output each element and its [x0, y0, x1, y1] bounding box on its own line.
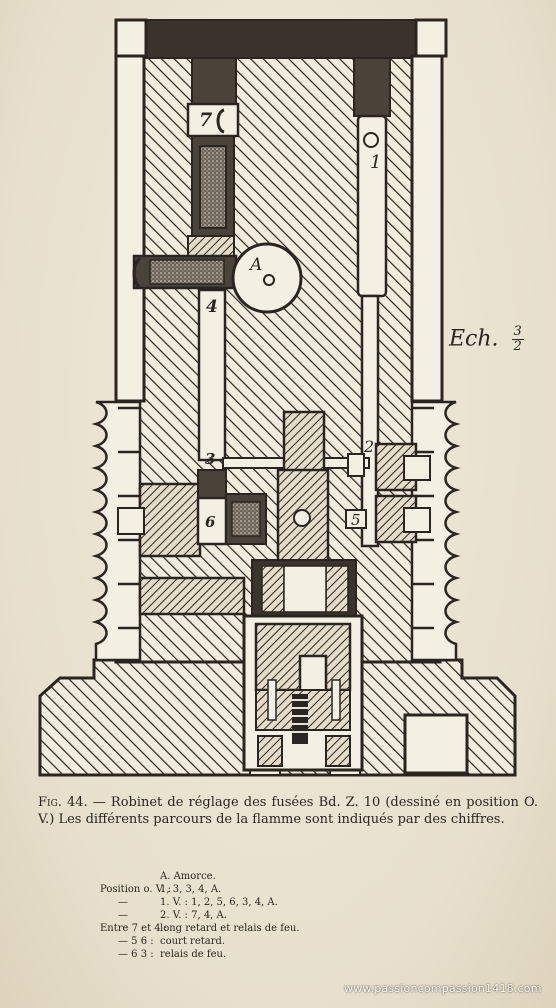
- watermark: www.passioncompassion1418.com: [344, 982, 542, 995]
- callout-3: 3: [205, 450, 215, 468]
- legend-row: — 5 6 : court retard.: [100, 935, 520, 948]
- legend-row-lead: Entre 7 et 4 :: [100, 923, 168, 934]
- amorce-assembly: [132, 242, 303, 314]
- callout-a: A: [248, 255, 262, 275]
- scale-label: Ech. 3 2: [449, 325, 524, 354]
- left-channel: [186, 57, 240, 261]
- legend-row-lead: —: [118, 910, 128, 921]
- legend-row-text: 1. V. : 1, 2, 5, 6, 3, 4, A.: [160, 897, 278, 908]
- legend-row-lead: —: [118, 897, 128, 908]
- legend-row-text: 1, 3, 3, 4, A.: [160, 884, 222, 895]
- legend-row: — 1. V. : 1, 2, 5, 6, 3, 4, A.: [100, 896, 520, 909]
- technical-drawing: 7 1 A 4 2 3 6 5: [38, 18, 517, 777]
- legend-row-text: long retard et relais de feu.: [160, 923, 300, 934]
- figure-caption: Fig. 44. — Robinet de réglage des fusées…: [38, 794, 538, 828]
- figure-number: Fig. 44.: [38, 795, 88, 810]
- legend-row-text: 2. V. : 7, 4, A.: [160, 910, 227, 921]
- channel-4: [197, 288, 227, 462]
- right-screws: [345, 442, 431, 544]
- callout-4: 4: [206, 297, 218, 317]
- scale-denominator: 2: [513, 339, 522, 354]
- caption-text: — Robinet de réglage des fusées Bd. Z. 1…: [38, 795, 538, 827]
- callout-1: 1: [370, 152, 381, 173]
- legend-row: — 2. V. : 7, 4, A.: [100, 909, 520, 922]
- legend-row-lead: — 6 3 :: [118, 949, 154, 960]
- callout-6: 6: [205, 513, 216, 531]
- legend-row-lead: — 5 6 :: [118, 936, 154, 947]
- right-channel: [353, 57, 391, 548]
- left-screw: [117, 469, 267, 616]
- valve-stem: [276, 410, 330, 572]
- legend-row-lead: [100, 870, 160, 883]
- legend-row-text: relais de feu.: [160, 949, 227, 960]
- callout-5: 5: [351, 511, 361, 529]
- legend-row: — 6 3 : relais de feu.: [100, 948, 520, 961]
- legend: A. Amorce. Position o. V. : 1, 3, 3, 4, …: [100, 870, 520, 961]
- legend-row-text: A. Amorce.: [160, 871, 216, 882]
- callout-7: 7: [199, 109, 212, 131]
- lower-assembly: [242, 559, 364, 772]
- legend-row: A. Amorce.: [100, 870, 520, 883]
- legend-row: Position o. V. : 1, 3, 3, 4, A.: [100, 883, 520, 896]
- callout-2: 2: [363, 437, 374, 456]
- legend-row: Entre 7 et 4 : long retard et relais de …: [100, 922, 520, 935]
- scale-fraction: 3 2: [511, 324, 524, 354]
- scale-numerator: 3: [511, 324, 524, 340]
- scale-text: Ech.: [449, 326, 499, 352]
- legend-row-text: court retard.: [160, 936, 226, 947]
- legend-row-lead: Position o. V. :: [100, 884, 171, 895]
